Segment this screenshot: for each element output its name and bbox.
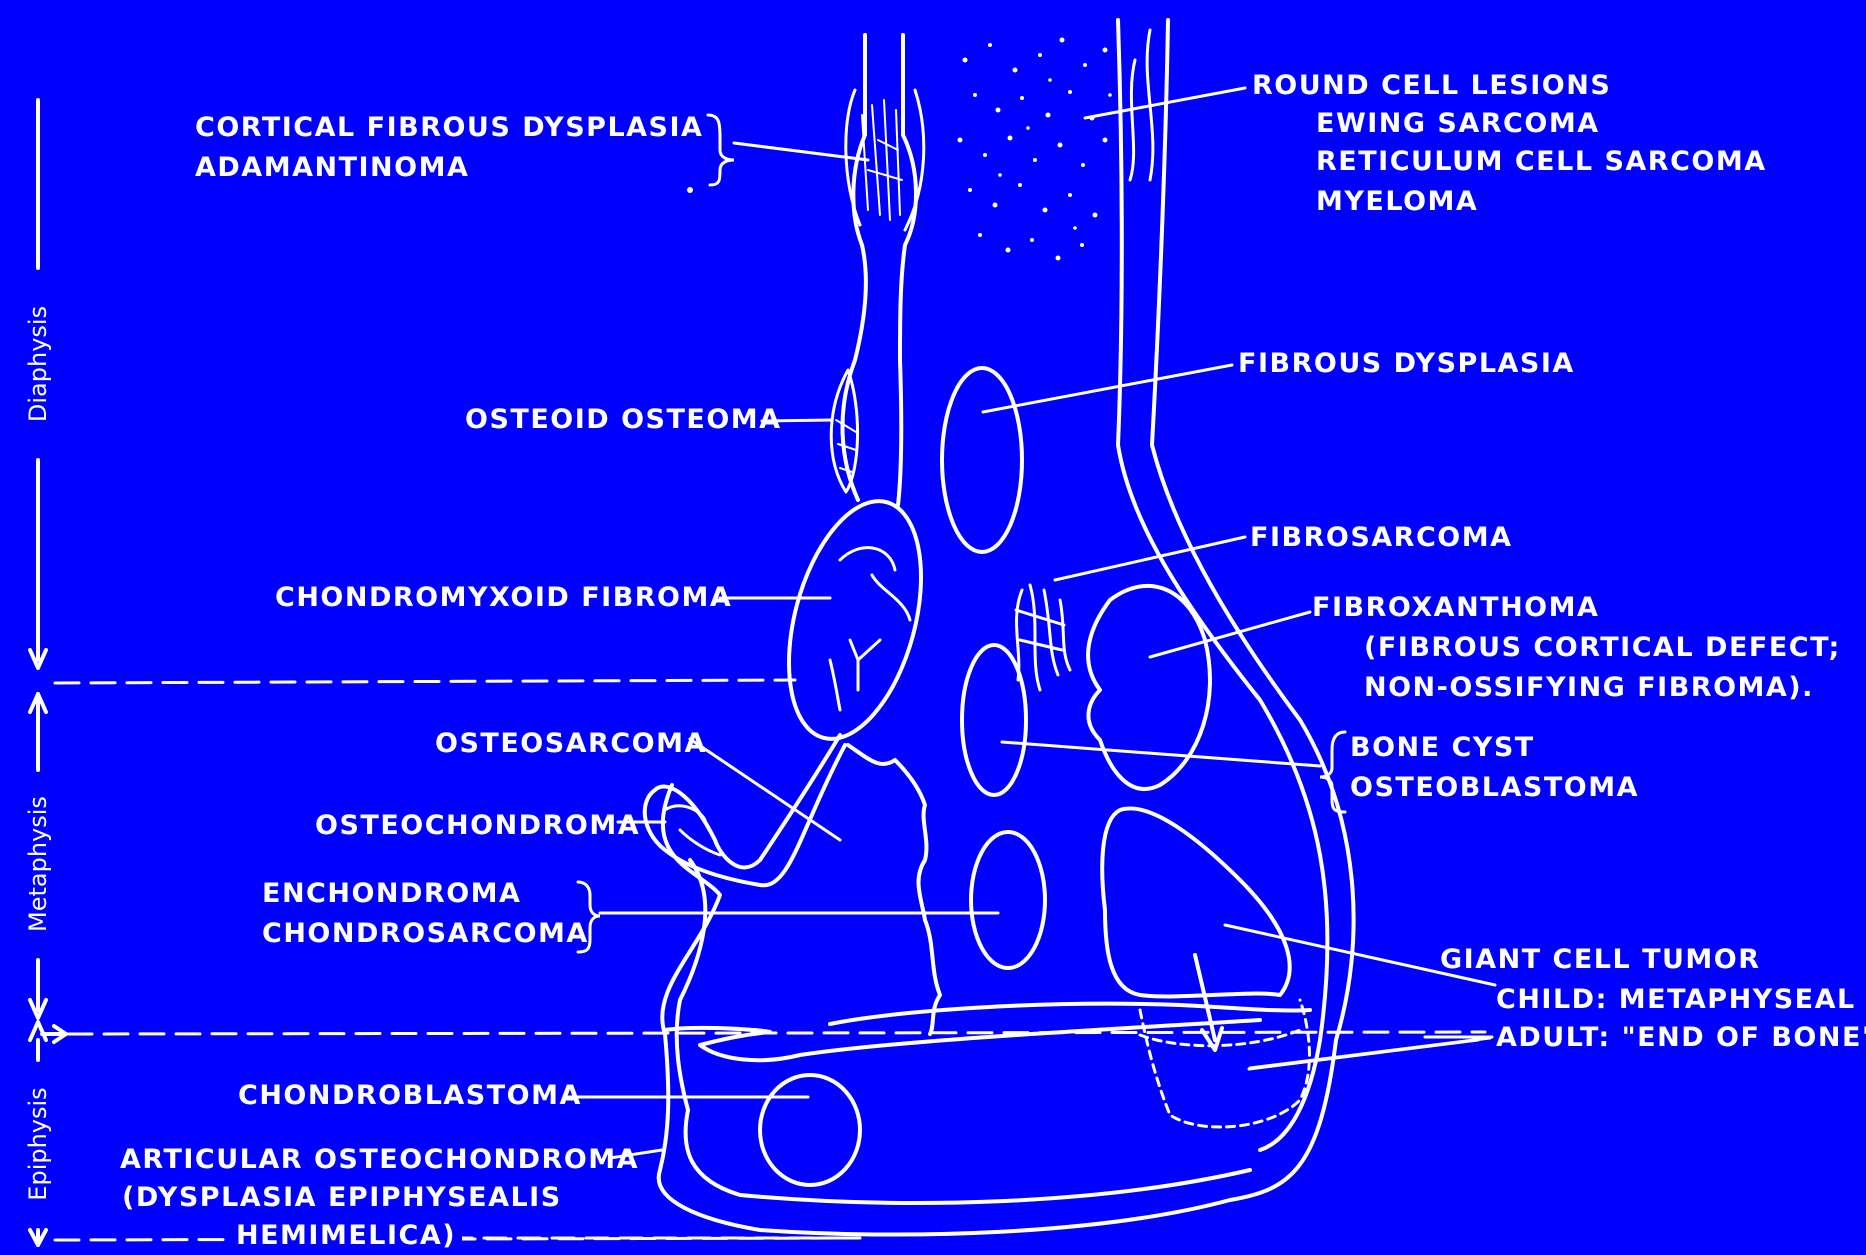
label-round-cell-lesions: ROUND CELL LESIONS: [1252, 66, 1611, 105]
label-enchondroma: ENCHONDROMA: [262, 874, 521, 913]
label-osteochondroma: OSTEOCHONDROMA: [315, 806, 640, 845]
label-fibrosarcoma: FIBROSARCOMA: [1250, 518, 1512, 557]
label-giant-cell-tumor: GIANT CELL TUMOR: [1440, 940, 1761, 979]
label-chondromyxoid-fibroma: CHONDROMYXOID FIBROMA: [275, 578, 732, 617]
label-hemimelica: HEMIMELICA): [230, 1216, 462, 1255]
label-adult-end-of-bone: ADULT: "END OF BONE": [1496, 1018, 1866, 1057]
round-cell-stipple: [687, 38, 1112, 261]
label-child-metaphyseal: CHILD: METAPHYSEAL: [1496, 980, 1856, 1019]
label-dysplasia-epiphysealis: (DYSPLASIA EPIPHYSEALIS: [122, 1178, 562, 1217]
label-chondroblastoma: CHONDROBLASTOMA: [238, 1076, 582, 1115]
label-osteosarcoma: OSTEOSARCOMA: [435, 724, 707, 763]
label-reticulum-cell-sarcoma: RETICULUM CELL SARCOMA: [1316, 142, 1767, 181]
label-myeloma: MYELOMA: [1316, 182, 1478, 221]
label-fibrous-cortical-defect: (FIBROUS CORTICAL DEFECT;: [1364, 628, 1841, 667]
zone-label-metaphysis: Metaphysis: [24, 800, 52, 932]
label-ewing-sarcoma: EWING SARCOMA: [1316, 104, 1600, 143]
label-non-ossifying-fibroma: NON-OSSIFYING FIBROMA).: [1364, 668, 1814, 707]
label-osteoid-osteoma: OSTEOID OSTEOMA: [465, 400, 782, 439]
label-bone-cyst: BONE CYST: [1350, 728, 1535, 767]
label-osteoblastoma: OSTEOBLASTOMA: [1350, 768, 1639, 807]
label-articular-osteochondroma: ARTICULAR OSTEOCHONDROMA: [120, 1140, 639, 1179]
zone-label-diaphysis: Diaphysis: [24, 304, 52, 424]
label-adamantinoma: ADAMANTINOMA: [195, 148, 469, 187]
label-fibrous-dysplasia: FIBROUS DYSPLASIA: [1238, 344, 1575, 383]
label-chondrosarcoma: CHONDROSARCOMA: [262, 914, 589, 953]
zone-label-epiphysis: Epiphysis: [24, 1082, 52, 1206]
label-cortical-fibrous-dysplasia: CORTICAL FIBROUS DYSPLASIA: [195, 108, 703, 147]
label-fibroxanthoma: FIBROXANTHOMA: [1312, 588, 1599, 627]
zone-axis: [30, 100, 66, 1245]
